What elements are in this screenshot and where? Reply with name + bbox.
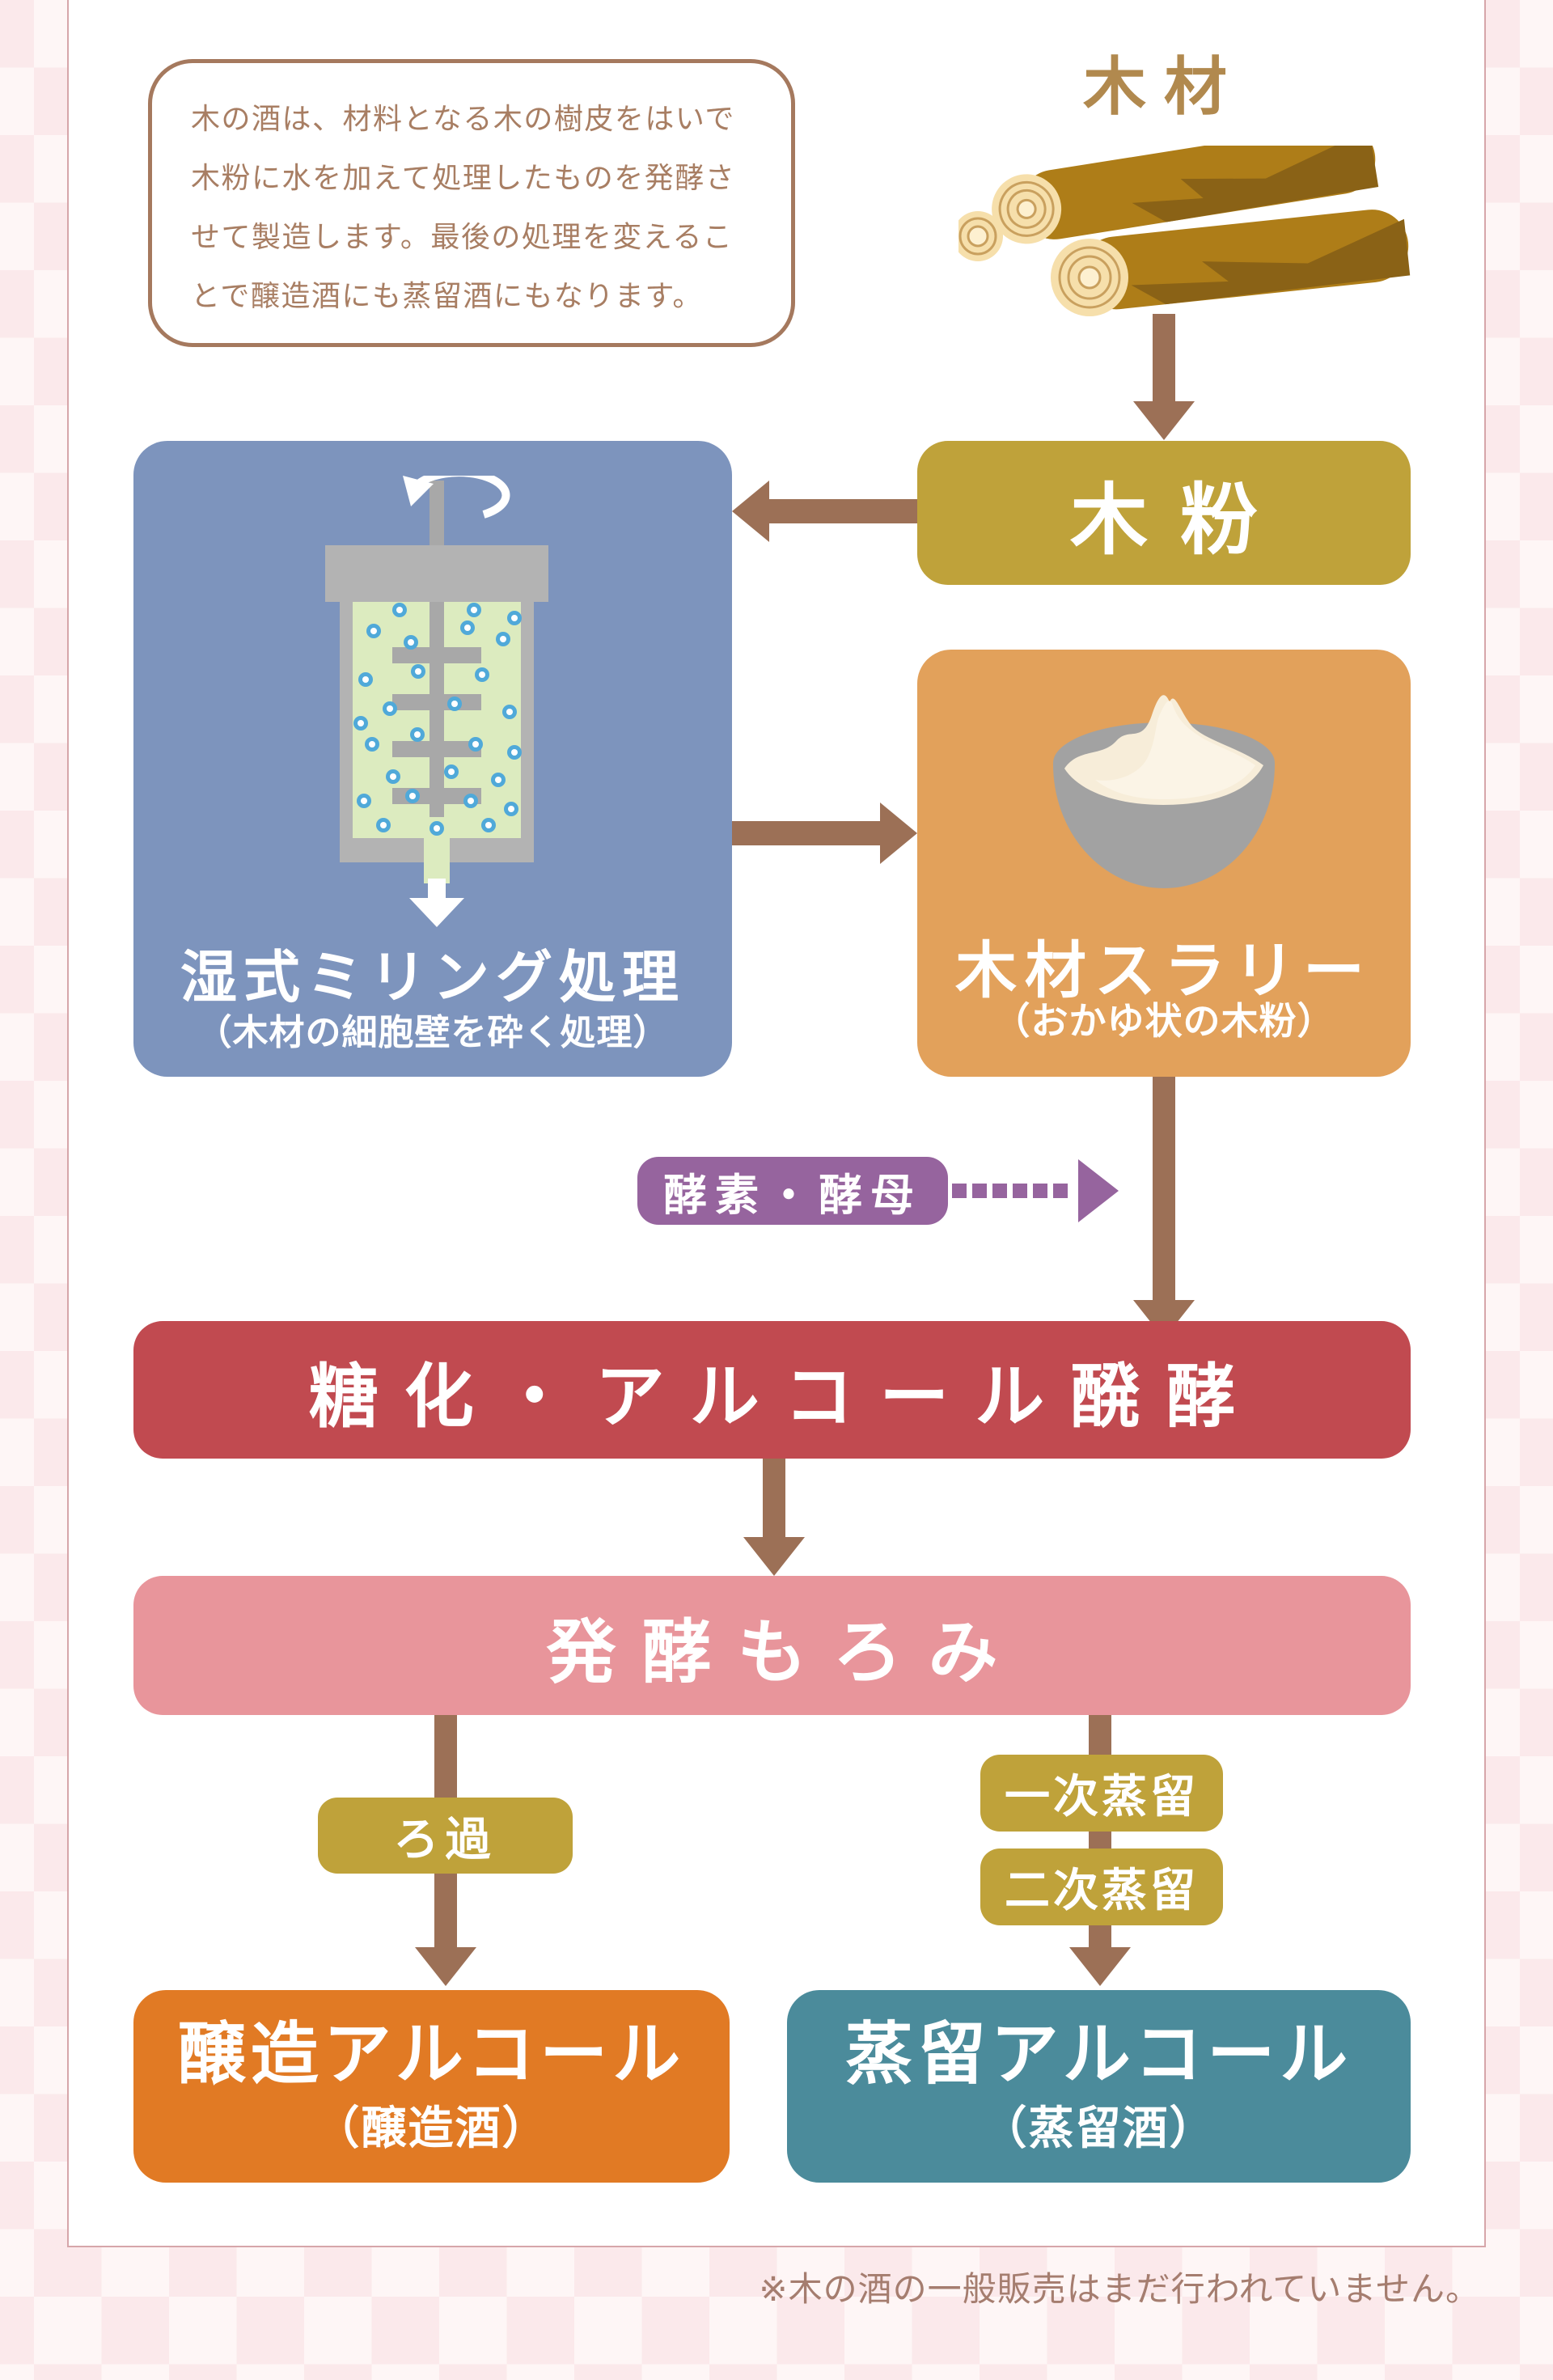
intro-box: 木の酒は、材料となる木の樹皮をはいで 木粉に水を加えて処理したものを発酵さ せて… [148,59,795,347]
node-brewed-alcohol: 醸造アルコール （醸造酒） [133,1990,730,2183]
node-distilled-alcohol: 蒸留アルコール （蒸留酒） [787,1990,1411,2183]
saccharification-label: 糖化・アルコール醗酵 [308,1357,1262,1436]
node-wood-powder-label: 木粉 [1070,476,1290,564]
intro-line: せて製造します。最後の処理を変えるこ [191,220,734,253]
node-saccharification: 糖化・アルコール醗酵 [133,1321,1411,1459]
arrow-milling-to-slurry [732,803,917,864]
arrow-wood-to-powder [1133,314,1195,440]
dashed-arrow-enzyme [952,1159,1119,1222]
slurry-bowl-illustration [1052,695,1276,888]
wood-title: 木材 [1082,51,1245,122]
node-fermented-mash: 発酵もろみ [133,1576,1411,1715]
intro-line: 木粉に水を加えて処理したものを発酵さ [191,161,736,194]
logs-illustration [958,146,1411,316]
arrow-powder-to-milling [732,481,917,542]
node-second-distillation: 二次蒸留 [980,1849,1223,1925]
brewed-alcohol-sublabel: （醸造酒） [314,2103,549,2153]
node-first-distillation: 一次蒸留 [980,1755,1223,1832]
enzyme-yeast-label: 酵素・酵母 [663,1171,922,1220]
distilled-alcohol-sublabel: （蒸留酒） [981,2103,1217,2153]
distilled-alcohol-label: 蒸留アルコール [844,2016,1353,2092]
milling-machine-illustration [325,476,548,927]
brewed-alcohol-label: 醸造アルコール [177,2016,686,2092]
footer-note: ※木の酒の一般販売はまだ行われていません。 [759,2270,1480,2308]
slurry-sublabel: （おかゆ状の木粉） [992,1000,1335,1042]
arrow-fermentation-to-mash [743,1459,805,1576]
wet-milling-sublabel: （木材の細胞壁を砕く処理） [196,1013,670,1052]
node-enzyme-yeast: 酵素・酵母 [637,1157,948,1225]
filtration-label: ろ過 [393,1813,497,1865]
arrow-slurry-to-fermentation [1133,1077,1195,1339]
node-filtration: ろ過 [318,1798,573,1874]
wet-milling-label: 湿式ミリング処理 [180,946,685,1009]
bead-highlights [358,607,518,832]
intro-line: 木の酒は、材料となる木の樹皮をはいで [191,102,735,135]
second-distillation-label: 二次蒸留 [1005,1865,1199,1916]
content-panel [67,0,1486,2247]
intro-line: とで醸造酒にも蒸留酒にもなります。 [191,279,703,312]
first-distillation-label: 一次蒸留 [1005,1771,1199,1822]
slurry-label: 木材スラリー [955,937,1373,1006]
node-wood-powder: 木粉 [917,441,1411,585]
fermented-mash-label: 発酵もろみ [546,1613,1024,1692]
